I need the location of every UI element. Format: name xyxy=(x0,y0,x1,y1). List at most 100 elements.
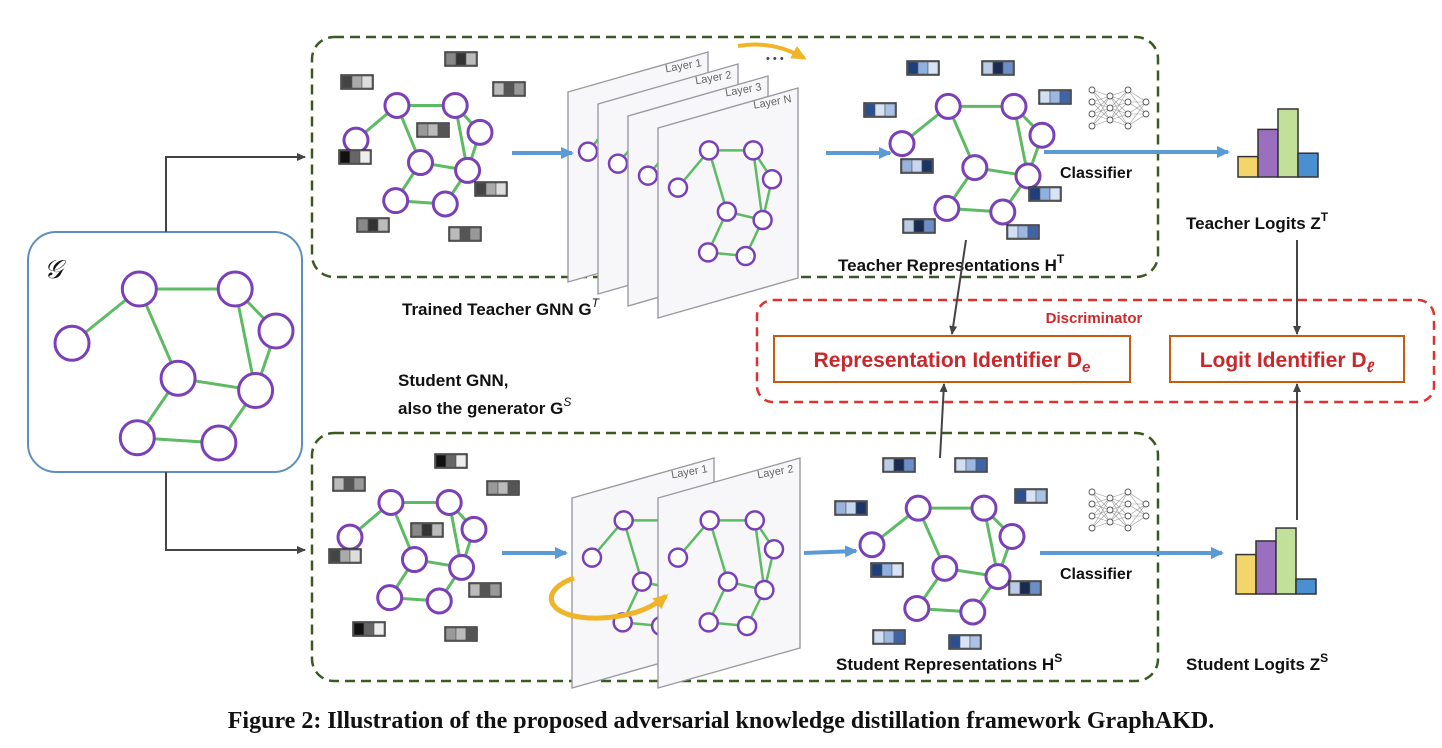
feature-vector xyxy=(1008,580,1042,596)
teacher-repr-label: Teacher Representations HT xyxy=(838,252,1065,275)
student-loop-arrow xyxy=(548,575,669,621)
student-logit-bar-4 xyxy=(1295,578,1317,595)
graph-node xyxy=(989,198,1017,226)
student-gnn-label-line2: also the generator GS xyxy=(398,395,571,418)
teacher-representation-graph xyxy=(888,92,1056,226)
discriminator-connectors xyxy=(939,239,1301,520)
graph-node xyxy=(448,553,476,581)
input-connectors xyxy=(165,153,306,554)
feature-vector xyxy=(416,122,450,138)
teacher-classifier-label: Classifier xyxy=(1060,165,1132,182)
teacher-input-graph xyxy=(342,91,494,218)
graph-node xyxy=(961,154,989,182)
feature-vector xyxy=(492,81,526,97)
graph-node xyxy=(159,359,197,397)
graph-node xyxy=(858,531,886,559)
graph-node xyxy=(53,324,91,362)
student-repr-label: Student Representations HS xyxy=(836,651,1062,674)
graph-node xyxy=(934,92,962,120)
feature-vector xyxy=(900,158,934,174)
graph-node xyxy=(118,419,156,457)
feature-vector xyxy=(468,582,502,598)
graph-node xyxy=(383,91,411,119)
graph-node xyxy=(904,494,932,522)
feature-vector xyxy=(948,634,982,650)
representation-identifier-label: Representation Identifier De xyxy=(814,349,1091,376)
discriminator-title: Discriminator xyxy=(1046,310,1143,327)
student-representation-graph xyxy=(858,494,1026,626)
feature-vector xyxy=(870,562,904,578)
graph-node xyxy=(200,424,238,462)
graph-node xyxy=(466,118,494,146)
feature-vector xyxy=(834,500,868,516)
feature-vector xyxy=(1006,224,1040,240)
feature-vector xyxy=(906,60,940,76)
graph-node xyxy=(454,156,482,184)
flow-arrows xyxy=(502,146,1230,559)
graph-node xyxy=(931,554,959,582)
graph-node xyxy=(970,494,998,522)
feature-vector xyxy=(474,181,508,197)
student-gnn-label-line1: Student GNN, xyxy=(398,371,509,390)
feature-vector xyxy=(332,476,366,492)
feature-vector xyxy=(1014,488,1048,504)
graph-node xyxy=(376,584,404,612)
input-graph-label: 𝒢 xyxy=(44,255,67,284)
feature-vector xyxy=(902,218,936,234)
feature-vector xyxy=(448,226,482,242)
feature-vector xyxy=(981,60,1015,76)
student-logits-label: Student Logits ZS xyxy=(1186,651,1328,674)
graph-node xyxy=(431,190,459,218)
graph-node xyxy=(959,598,987,626)
feature-vector xyxy=(486,480,520,496)
teacher-logit-bar-2 xyxy=(1257,128,1279,178)
graph-node xyxy=(377,488,405,516)
logit-identifier-box xyxy=(1169,335,1405,383)
logit-identifier-label: Logit Identifier Dℓ xyxy=(1200,349,1375,376)
graph-node xyxy=(888,130,916,158)
feature-vector xyxy=(340,74,374,90)
graph-node xyxy=(406,149,434,177)
graph-node xyxy=(336,523,364,551)
feature-vector xyxy=(954,457,988,473)
graph-node xyxy=(1014,162,1042,190)
student-classifier-label: Classifier xyxy=(1060,566,1132,583)
feature-vector xyxy=(863,102,897,118)
input-graph-structure xyxy=(53,270,295,462)
graph-node xyxy=(933,194,961,222)
graph-node xyxy=(1000,92,1028,120)
classifier-networks xyxy=(1088,86,1150,532)
graph-node xyxy=(998,522,1026,550)
graph-node xyxy=(435,488,463,516)
representation-identifier-box xyxy=(773,335,1131,383)
teacher-layer-ellipsis: • • • xyxy=(766,53,784,65)
feature-vector xyxy=(444,51,478,67)
student-classifier-network-icon xyxy=(1088,488,1150,532)
teacher-logit-bar-4 xyxy=(1297,152,1319,178)
figure-caption: Figure 2: Illustration of the proposed a… xyxy=(228,708,1214,734)
feature-vector xyxy=(882,457,916,473)
graph-node xyxy=(237,372,275,409)
feature-vector xyxy=(352,621,386,637)
teacher-gnn-label: Trained Teacher GNN GT xyxy=(402,296,601,319)
teacher-logit-bar-1 xyxy=(1237,155,1259,178)
teacher-layer-progress-arrow xyxy=(737,42,807,60)
feature-vector xyxy=(338,149,372,165)
student-logits-chart xyxy=(1235,527,1317,595)
student-input-graph xyxy=(336,488,488,615)
graph-node xyxy=(216,270,254,308)
graph-node xyxy=(257,312,295,350)
teacher-classifier-network-icon xyxy=(1088,86,1150,130)
feature-vector xyxy=(1038,89,1072,105)
student-container xyxy=(310,431,1160,683)
feature-vector xyxy=(434,453,468,469)
graph-node xyxy=(342,126,370,154)
feature-vector xyxy=(444,626,478,642)
student-layer-2: Layer 2 xyxy=(657,457,801,689)
feature-vector xyxy=(872,629,906,645)
graph-node xyxy=(425,587,453,615)
graph-node xyxy=(984,563,1012,591)
